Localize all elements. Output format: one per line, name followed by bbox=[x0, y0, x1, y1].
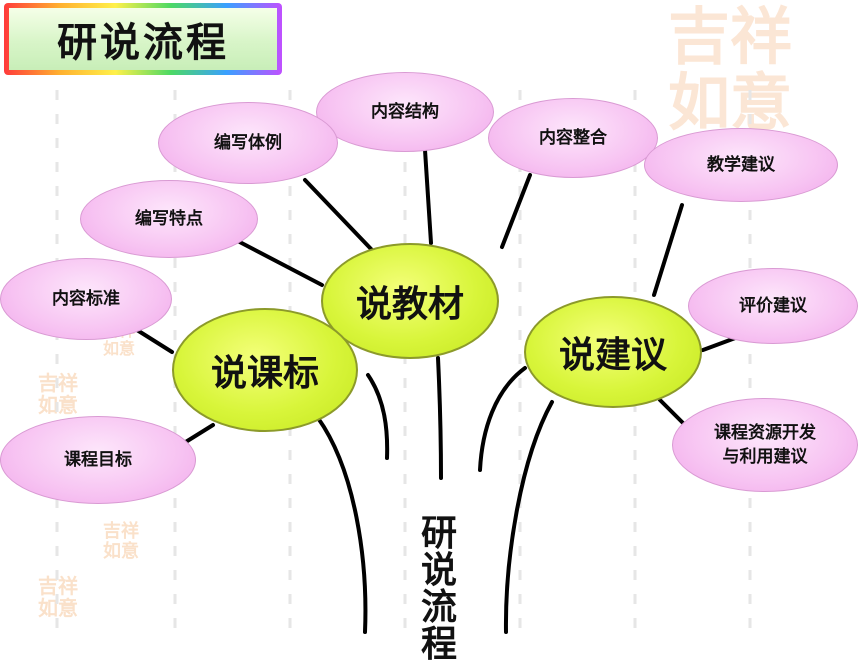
node-label: 说课标 bbox=[210, 353, 319, 394]
node-neirong-jiegou: 内容结构 bbox=[316, 72, 494, 152]
node-kecheng-ziyuan: 课程资源开发 与利用建议 bbox=[672, 398, 858, 492]
node-label: 编写特点 bbox=[135, 209, 203, 229]
node-label: 内容结构 bbox=[371, 102, 439, 122]
node-main-kebiao: 说课标 bbox=[172, 308, 358, 432]
branch-line bbox=[230, 236, 324, 287]
node-kecheng-mubiao: 课程目标 bbox=[0, 416, 196, 504]
node-neirong-zhenghe: 内容整合 bbox=[488, 98, 658, 178]
branch-line bbox=[652, 203, 684, 297]
trunk-label: 研 说 流 程 bbox=[414, 478, 464, 663]
node-label: 课程目标 bbox=[64, 450, 132, 470]
node-label: 内容整合 bbox=[539, 128, 607, 148]
node-label: 说建议 bbox=[558, 335, 667, 376]
node-label: 内容标准 bbox=[52, 289, 120, 309]
branch-line bbox=[303, 178, 374, 252]
watermark-seal-small: 吉祥如意 bbox=[103, 521, 139, 562]
trunk-curve bbox=[436, 356, 443, 480]
title-banner-inner: 研说流程 bbox=[9, 8, 277, 70]
node-label: 说教材 bbox=[355, 284, 464, 325]
node-main-jianyi: 说建议 bbox=[524, 296, 702, 408]
node-label: 教学建议 bbox=[707, 155, 775, 175]
trunk-curve bbox=[366, 373, 390, 460]
trunk-label-text: 研 说 流 程 bbox=[420, 513, 457, 665]
title-banner: 研说流程 bbox=[4, 3, 282, 75]
branch-line bbox=[500, 173, 532, 249]
watermark-seal-small: 吉祥如意 bbox=[38, 574, 78, 620]
node-label: 课程资源开发 与利用建议 bbox=[714, 423, 816, 467]
node-main-jiaocai: 说教材 bbox=[321, 243, 499, 359]
node-neirong-biaozhun: 内容标准 bbox=[0, 258, 172, 340]
trunk-curve bbox=[316, 416, 368, 634]
trunk-curve bbox=[503, 400, 554, 634]
node-label: 编写体例 bbox=[214, 133, 282, 153]
trunk-curve bbox=[478, 366, 527, 472]
watermark-seal-large: 吉祥如意 bbox=[668, 0, 793, 139]
node-bianxie-tili: 编写体例 bbox=[158, 102, 338, 184]
branch-line bbox=[423, 148, 433, 245]
node-pingjia-jianyi: 评价建议 bbox=[688, 268, 858, 344]
page-title: 研说流程 bbox=[57, 20, 229, 66]
node-label: 评价建议 bbox=[739, 296, 807, 316]
background-dashes bbox=[55, 90, 752, 640]
node-bianxie-tedian: 编写特点 bbox=[80, 180, 258, 258]
connector-lines bbox=[55, 90, 752, 640]
node-jiaoxue-jianyi: 教学建议 bbox=[644, 128, 838, 202]
branch-line bbox=[135, 328, 174, 354]
